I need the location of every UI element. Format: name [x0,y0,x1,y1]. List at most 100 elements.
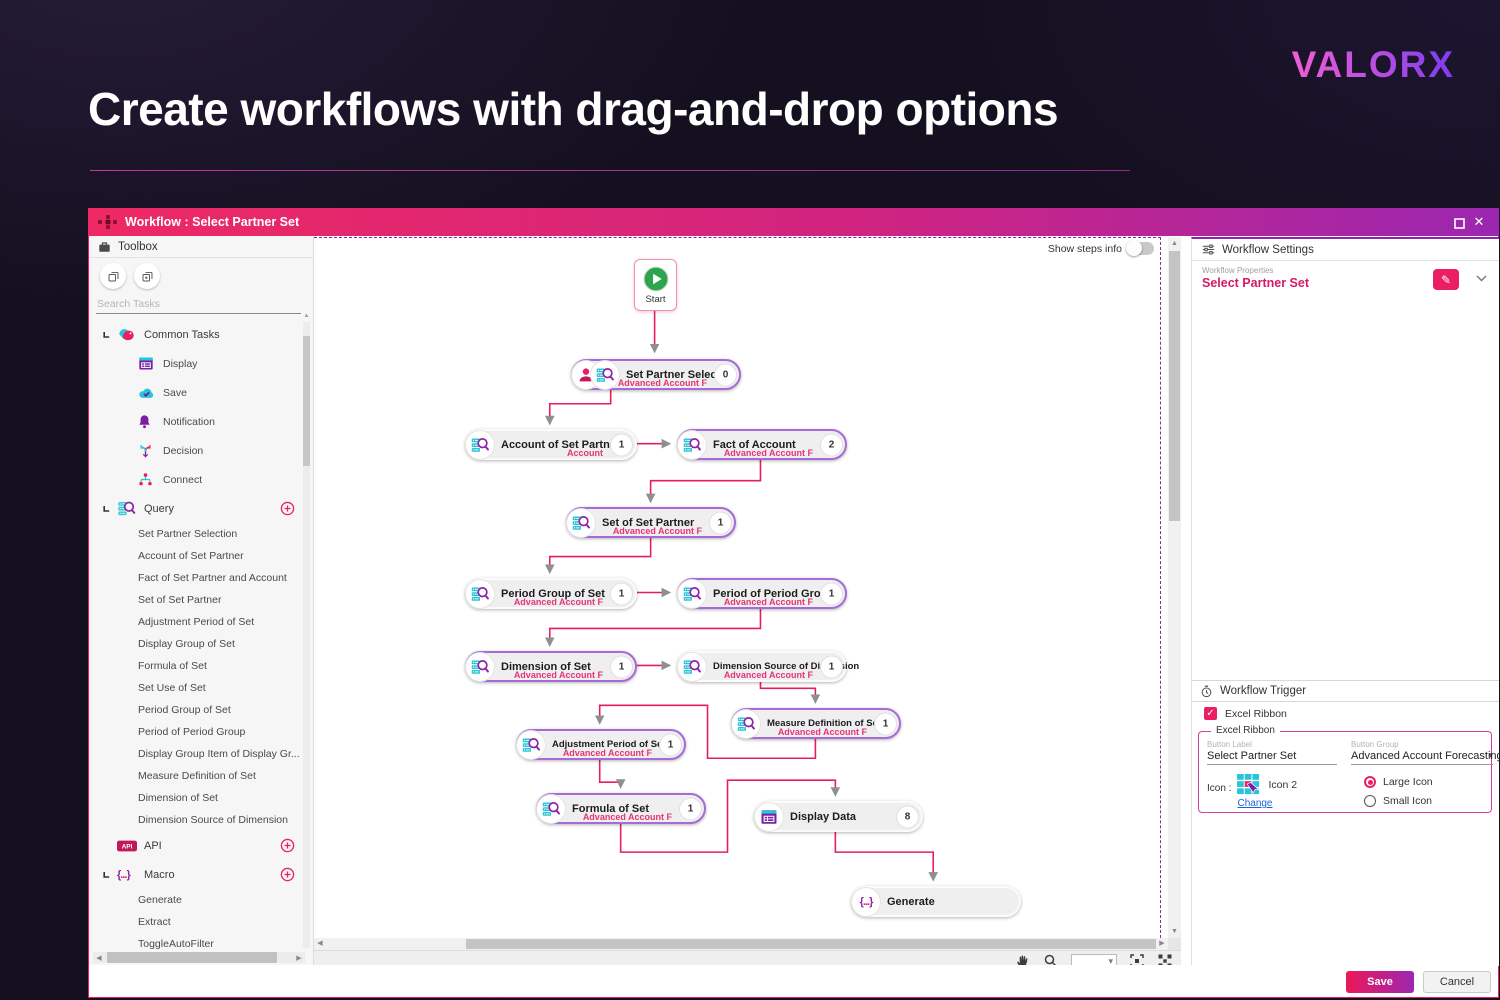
edit-properties-button[interactable]: ✎ [1433,269,1459,290]
toolbox-group-label: Query [144,502,174,515]
fit-to-screen-icon[interactable] [1129,953,1145,969]
toolbox-group-common-tasks[interactable]: Common Tasks [89,320,303,349]
toolbox-item-label: Display Group of Set [138,638,235,650]
canvas-vertical-scrollbar[interactable]: ▲▼ [1168,237,1181,938]
toolbox-item-measure-definition-of-set[interactable]: Measure Definition of Set [89,765,303,787]
search-tasks-input[interactable] [96,295,301,314]
add-macro-button[interactable] [280,867,295,882]
query-icon [678,579,706,608]
collapse-icon[interactable] [103,505,117,513]
expand-all-button[interactable] [134,263,160,289]
collapse-icon[interactable] [103,331,117,339]
node-start[interactable]: Start [634,259,677,311]
large-icon-label: Large Icon [1383,776,1433,788]
toolbox-item-set-partner-selection[interactable]: Set Partner Selection [89,523,303,545]
toolbox-item-set-use-of-set[interactable]: Set Use of Set [89,677,303,699]
small-icon-radio[interactable] [1364,795,1376,807]
close-button[interactable]: ✕ [1473,214,1485,229]
button-label-input[interactable]: Select Partner Set [1207,749,1337,765]
macro-icon: {...} [117,868,131,881]
toolbox-item-extract[interactable]: Extract [89,911,303,933]
toolbox-item-period-group-of-set[interactable]: Period Group of Set [89,699,303,721]
collapse-all-button[interactable] [100,263,126,289]
pan-hand-icon[interactable] [1015,953,1031,969]
toolbox-item-toggleautofilter[interactable]: ToggleAutoFilter [89,933,303,950]
toolbox-item-decision[interactable]: Decision [89,436,303,465]
show-steps-info-label: Show steps info [1047,242,1122,255]
cancel-button[interactable]: Cancel [1423,971,1491,993]
toolbox-item-label: Display [163,357,198,370]
svg-text:API: API [122,843,133,850]
node-subtitle: Advanced Account F [723,448,813,458]
collapse-icon[interactable] [103,871,117,879]
notification-icon [138,414,155,430]
small-icon-label: Small Icon [1383,795,1433,807]
window-title: Workflow : Select Partner Set [125,215,300,229]
toolbox-horizontal-scrollbar[interactable]: ◀▶ [93,952,305,963]
node-badge: 1 [611,434,632,455]
node-title: Fact of Account [713,438,796,451]
toolbox-item-formula-of-set[interactable]: Formula of Set [89,655,303,677]
toolbox-group-macro[interactable]: {...}Macro [89,860,303,889]
canvas-horizontal-scrollbar[interactable]: ◀▶ [314,938,1168,950]
toolbox-item-label: Fact of Set Partner and Account [138,572,287,584]
chevron-down-icon[interactable] [1476,273,1487,285]
toolbox-item-dimension-of-set[interactable]: Dimension of Set [89,787,303,809]
edge-period-of-period-group-to-dimension-of-set [544,608,762,648]
toolbox-item-account-of-set-partner[interactable]: Account of Set Partner [89,545,303,567]
button-group-select[interactable]: ▾Advanced Account Forecasting [1351,749,1500,765]
toolbox-item-dimension-source-of-dimension[interactable]: Dimension Source of Dimension [89,809,303,831]
excel-ribbon-group-title: Excel Ribbon [1211,725,1280,736]
toolbox-item-display[interactable]: Display [89,349,303,378]
node-badge: 1 [660,734,681,755]
toolbox-item-fact-of-set-partner-and-account[interactable]: Fact of Set Partner and Account [89,567,303,589]
save-button[interactable]: Save [1346,971,1414,993]
display-icon [755,802,783,831]
toolbox-actions [100,263,160,289]
large-icon-radio[interactable] [1364,776,1376,788]
toolbox-item-set-of-set-partner[interactable]: Set of Set Partner [89,589,303,611]
node-badge: 1 [611,583,632,604]
toolbox-item-generate[interactable]: Generate [89,889,303,911]
change-icon-link[interactable]: Change [1237,798,1273,809]
node-generate[interactable]: {...}Generate [851,886,1021,917]
add-api-button[interactable] [280,838,295,853]
toolbox-item-save[interactable]: Save [89,378,303,407]
toolbox-item-connect[interactable]: Connect [89,465,303,494]
maximize-button[interactable] [1449,215,1469,230]
toolbox-item-label: Decision [163,444,204,457]
add-query-button[interactable] [280,501,295,516]
node-badge: 1 [611,656,632,677]
zoom-level-select[interactable]: ▾ [1071,953,1117,969]
edge-dimension-source-of-dimension-to-measure-definition-of-set [759,681,821,704]
toolbox-item-display-group-of-set[interactable]: Display Group of Set [89,633,303,655]
toolbox-vertical-scrollbar[interactable]: ▲ [303,313,310,948]
settings-panel-title: Workflow Settings [1222,243,1314,256]
headline-underline [90,170,1130,171]
node-title: Account of Set Partner [501,438,621,451]
toolbox-group-query[interactable]: Query [89,494,303,523]
toolbox-item-period-of-period-group[interactable]: Period of Period Group [89,721,303,743]
toolbox-title: Toolbox [118,240,158,253]
edge-fact-of-account-to-set-of-set-partner [645,459,762,504]
show-steps-info-toggle[interactable] [1126,240,1154,256]
button-label-caption: Button Label [1207,740,1252,749]
toolbox-item-notification[interactable]: Notification [89,407,303,436]
excel-ribbon-checkbox[interactable]: ✓ [1204,707,1217,720]
toolbox-item-display-group-item-of-display-gr[interactable]: Display Group Item of Display Gr... [89,743,303,765]
toolbox-item-adjustment-period-of-set[interactable]: Adjustment Period of Set [89,611,303,633]
